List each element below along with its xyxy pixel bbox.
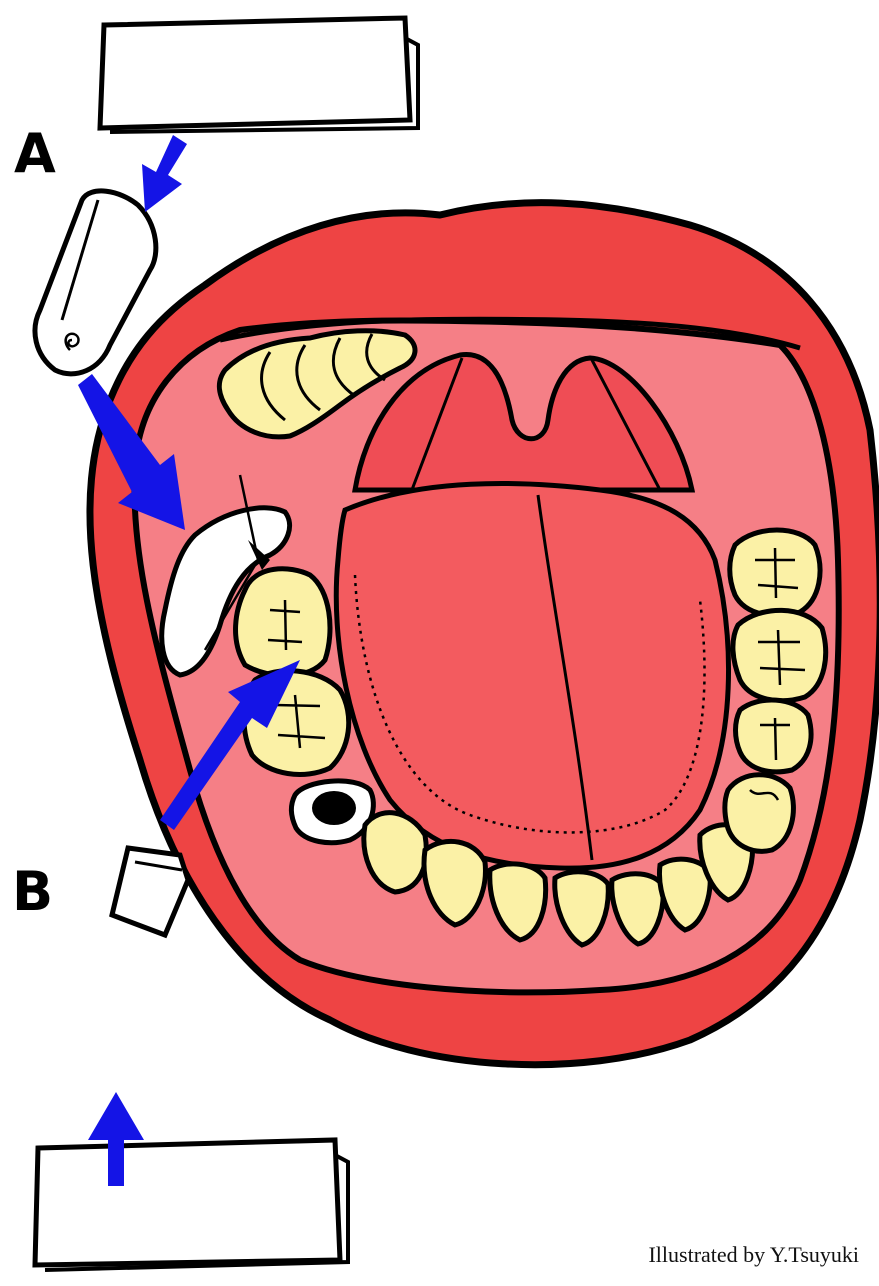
molar-left-1	[236, 569, 330, 676]
gauze-piece-icon	[112, 848, 188, 935]
gauze-piece-b	[112, 848, 188, 935]
label-b: B	[12, 860, 53, 923]
arrow-pad-to-roll	[142, 135, 187, 212]
molar-right-3	[736, 700, 812, 772]
gauze-pad-b-icon	[35, 1140, 340, 1265]
illustrator-credit: Illustrated by Y.Tsuyuki	[648, 1242, 859, 1268]
gauze-pad-a	[100, 18, 418, 132]
extraction-socket	[291, 781, 373, 843]
socket-hole	[312, 791, 356, 825]
label-a: A	[14, 122, 56, 185]
gauze-pad-b	[35, 1140, 348, 1270]
molar-right-4	[725, 775, 794, 852]
gauze-pad-icon	[100, 18, 410, 128]
